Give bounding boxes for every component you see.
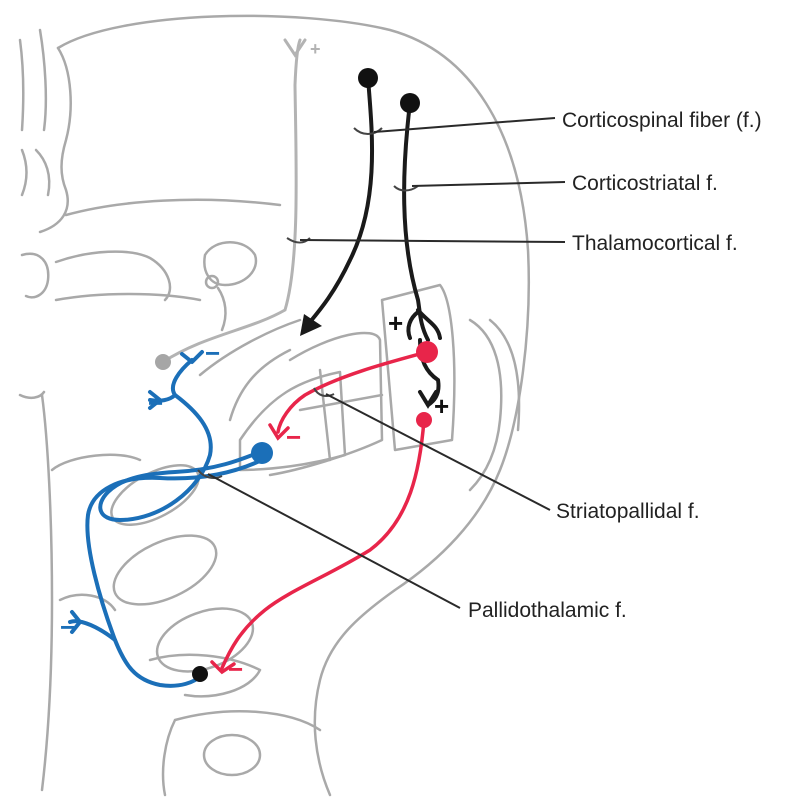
corpus-callosum-outline (66, 200, 280, 215)
corticostriatal-fiber (404, 103, 428, 340)
thalamic-nucleus-1 (102, 453, 207, 537)
brain-outlines (20, 16, 529, 795)
pallidothalamic-sign-1: − (205, 338, 220, 368)
pallidosubthalamic-sign: − (60, 612, 75, 642)
fornix-stem (218, 288, 225, 330)
medial-line-3 (22, 150, 27, 195)
thalamic-nucleus-2 (103, 521, 226, 618)
striatopallidal-sign: − (286, 422, 301, 452)
corticostriatal-leader (412, 182, 565, 186)
thalamocortical-sign: + (310, 39, 321, 59)
fiber-labels: Corticospinal fiber (f.) Corticostriatal… (468, 109, 762, 622)
ventricle-cap (20, 392, 44, 398)
insula-outline (470, 320, 501, 490)
label-corticostriatal: Corticostriatal f. (572, 172, 718, 195)
thalamic-neuron-soma (155, 354, 171, 370)
thalamus-top (52, 455, 140, 470)
subthalamic-neuron-soma (192, 666, 208, 682)
striatal-pathways: − − (212, 341, 438, 684)
red-nucleus-outline (204, 735, 260, 775)
label-thalamocortical: Thalamocortical f. (572, 232, 738, 255)
pallidothalamic-terminal-1 (182, 352, 202, 362)
corticospinal-neuron-soma (358, 68, 378, 88)
corticospinal-fiber (310, 78, 372, 322)
thalamocortical-terminal (285, 40, 305, 55)
fornix-outline (204, 242, 256, 285)
striatopallidal-fiber (278, 352, 427, 432)
corticostriatal-branch-2 (408, 312, 418, 338)
ventricle-outline (56, 252, 200, 300)
label-corticospinal: Corticospinal fiber (f.) (562, 109, 762, 132)
pallidal-neuron-soma (251, 442, 273, 464)
thalamocortical-leader (300, 240, 565, 242)
striatonigral-sign: − (228, 654, 243, 684)
brainstem-outline (163, 711, 320, 795)
striatal-neuron-soma-2 (416, 412, 432, 428)
corticostriatal-sign-1: + (388, 308, 403, 338)
corticostriatal-neuron-soma (400, 93, 420, 113)
medial-line-1 (20, 40, 23, 130)
internal-capsule-outline (200, 320, 300, 420)
striatal-neuron-soma-1 (416, 341, 438, 363)
lower-left-outline (60, 595, 115, 610)
pallidothalamic-loop-outer (87, 460, 262, 686)
medial-line-2 (36, 150, 49, 195)
third-ventricle-outline (42, 395, 52, 790)
label-pallidothalamic: Pallidothalamic f. (468, 599, 627, 622)
pallidothalamic-sign-2: − (148, 388, 163, 418)
medial-inner-outline (40, 30, 46, 130)
label-striatopallidal: Striatopallidal f. (556, 500, 700, 523)
corticospinal-arrowhead (300, 314, 322, 336)
pallidothalamic-leader (208, 474, 460, 608)
claustrum-outline (490, 320, 519, 430)
ventricle-upper (22, 254, 48, 297)
corticospinal-leader (374, 118, 555, 132)
corticostriatal-sign-2: + (434, 391, 449, 421)
pallidothalamic-fiber (100, 360, 260, 520)
